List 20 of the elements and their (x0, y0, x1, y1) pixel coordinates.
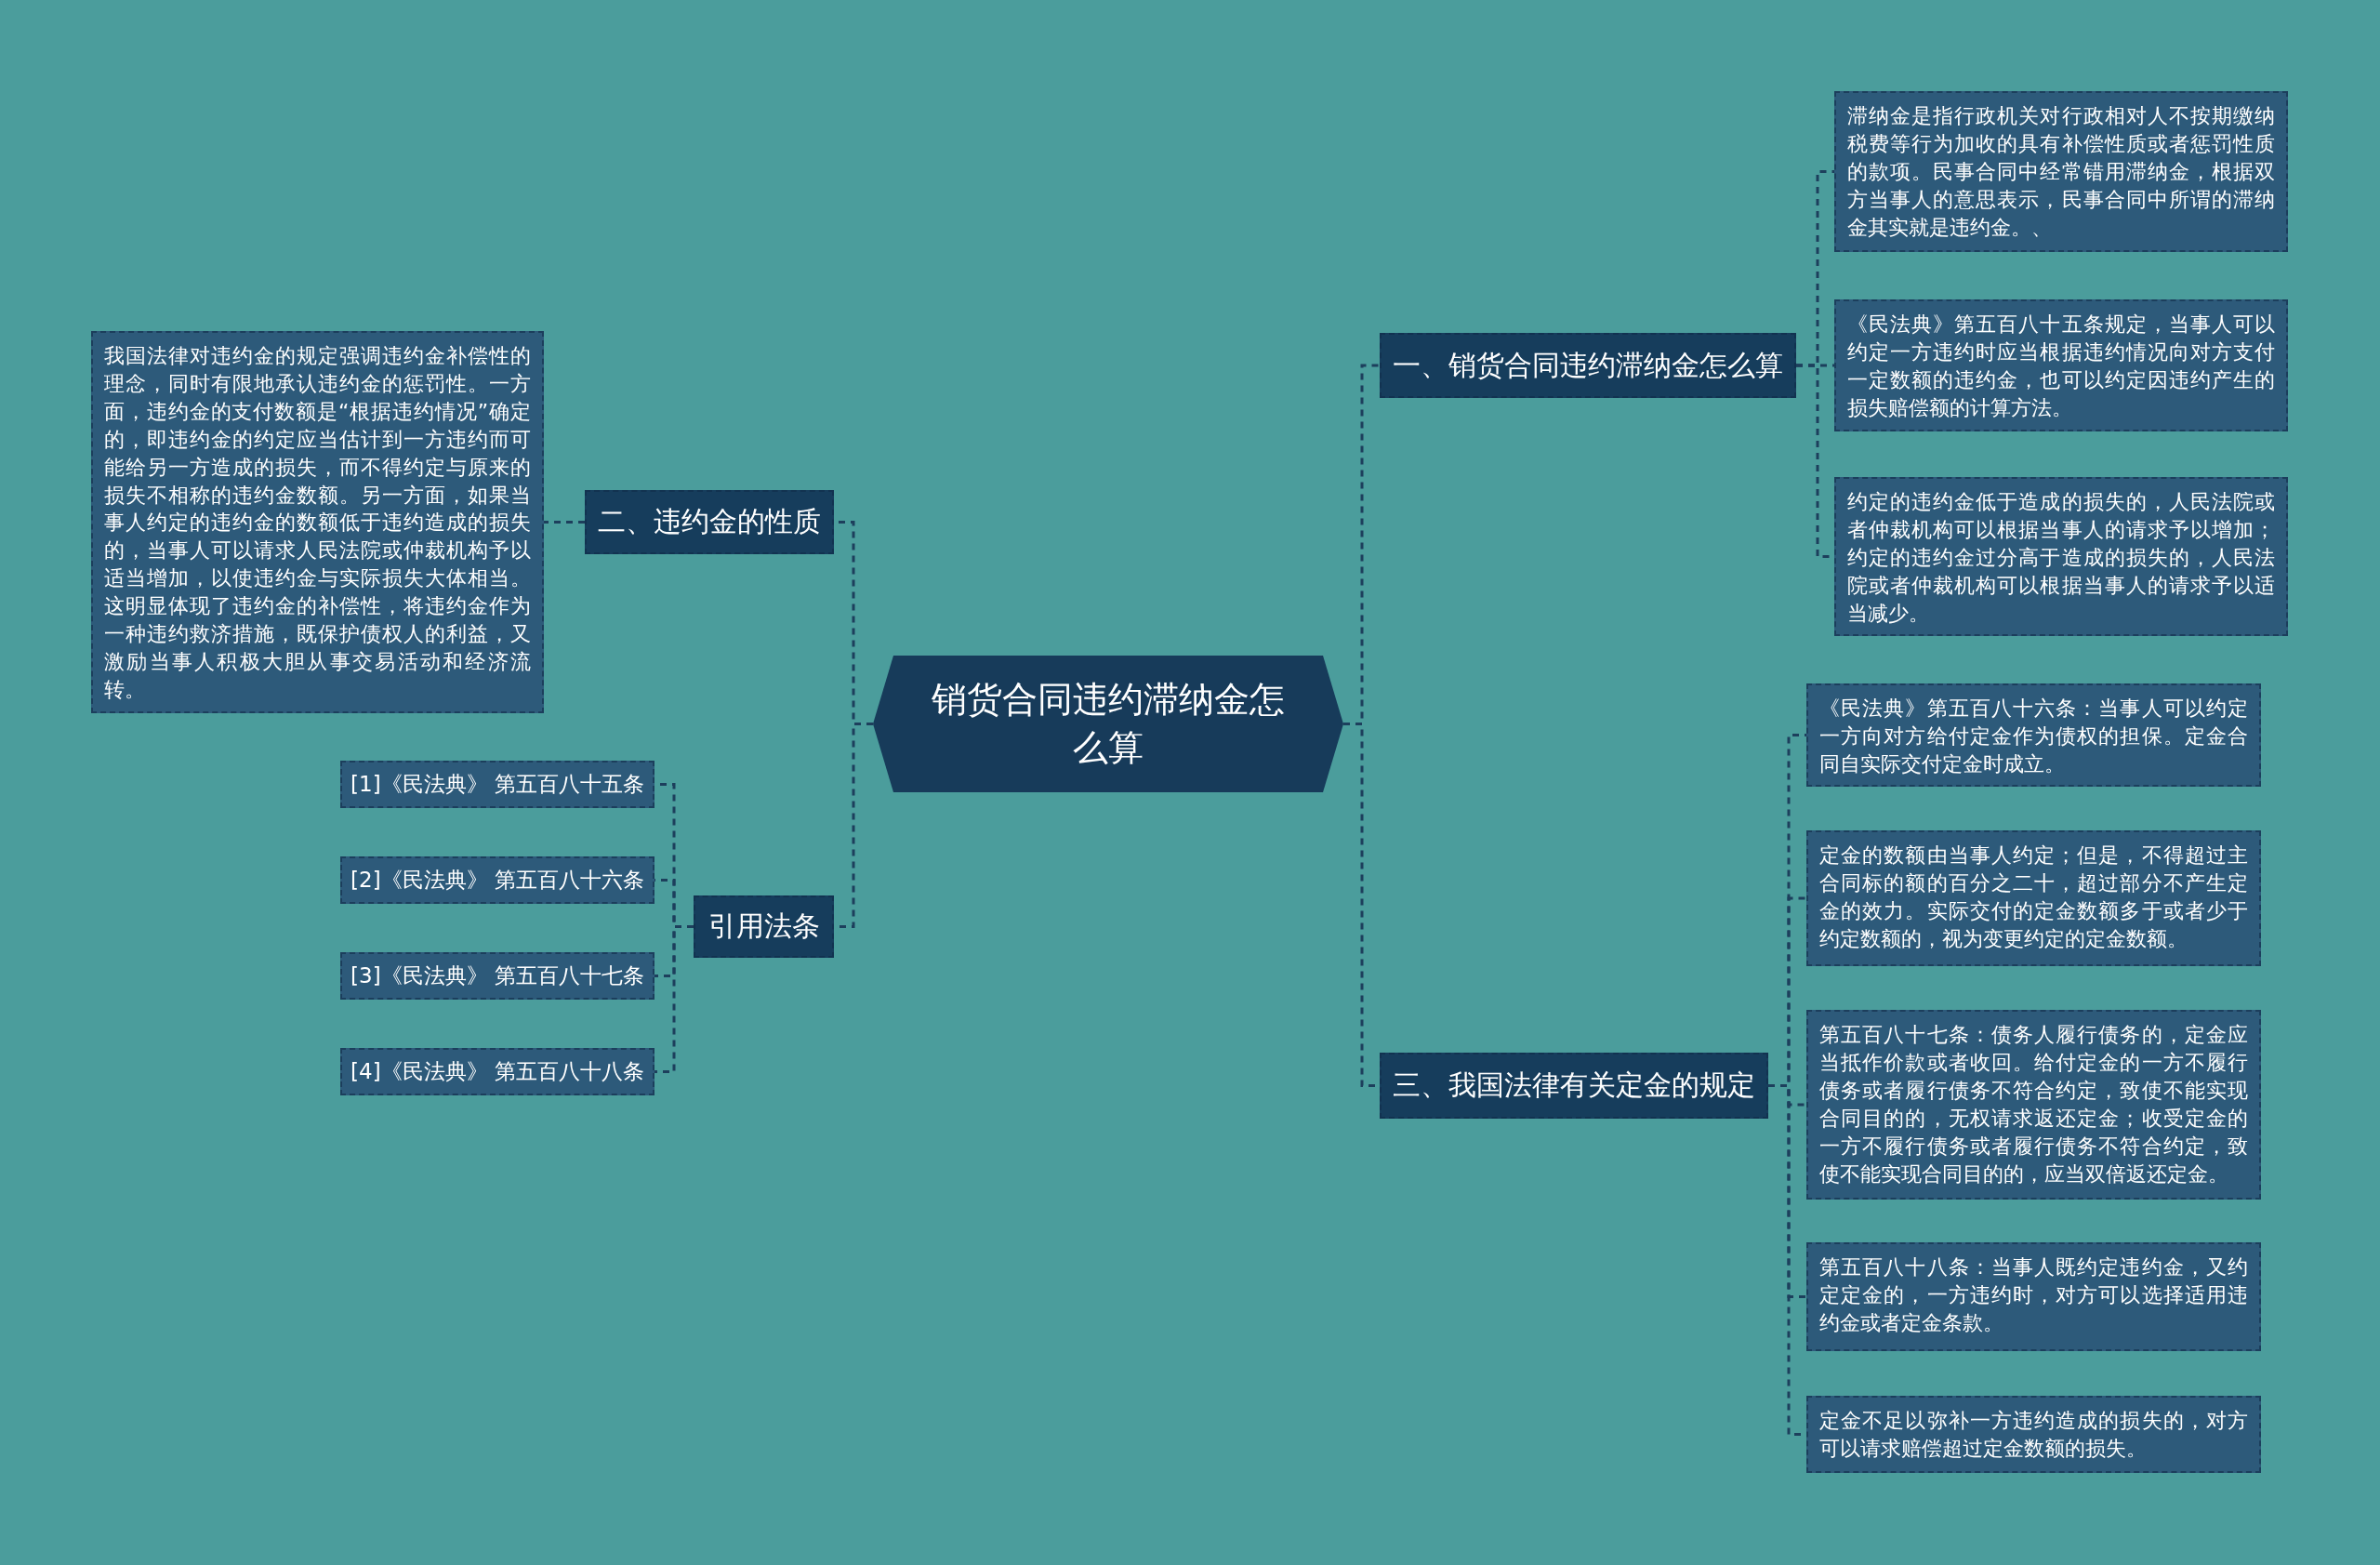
reference-box: [3]《民法典》 第五百八十七条 (340, 952, 654, 1000)
connector-line (654, 925, 694, 1073)
note-box: 滞纳金是指行政机关对行政相对人不按期缴纳税费等行为加收的具有补偿性质或者惩罚性质的款项。民事合同中经常错用滞纳金，根据双方当事人的意思表示，民事合同中所谓的滞纳金其实就是违约金。、 (1834, 91, 2288, 252)
reference-box: [2]《民法典》 第五百八十六条 (340, 856, 654, 904)
reference-box: [4]《民法典》 第五百八十八条 (340, 1048, 654, 1095)
branch-box: 三、我国法律有关定金的规定 (1380, 1053, 1768, 1119)
branch-box: 二、违约金的性质 (585, 490, 834, 554)
branch-box: 一、销货合同违约滞纳金怎么算 (1380, 333, 1796, 398)
note-box: 我国法律对违约金的规定强调违约金补偿性的理念，同时有限地承认违约金的惩罚性。一方面，违约金的支付数额是“根据违约情况”确定的，即违约金的约定应当估计到一方违约而可能给另一方造成的损失，而不得约定与原来的损失不相称的违约金数额。另一方面，如果当事人约定的违约金的数额低于违约造成的损失的，当事人可以请求人民法院或仲裁机构予以适当增加，以使违约金与实际损失大体相当。这明显体现了违约金的补偿性，将违约金作为一种违约救济措施，既保护债权人的利益，又激励当事人积极大胆从事交易活动和经济流转。 (91, 331, 544, 713)
branch-box: 引用法条 (694, 895, 834, 958)
note-box: 定金不足以弥补一方违约造成的损失的，对方可以请求赔偿超过定金数额的损失。 (1806, 1396, 2261, 1473)
note-box: 第五百八十八条：当事人既约定违约金，又约定定金的，一方违约时，对方可以选择适用违约金或者定金条款。 (1806, 1242, 2261, 1351)
note-box: 约定的违约金低于造成的损失的，人民法院或者仲裁机构可以根据当事人的请求予以增加；约定的违约金过分高于造成的损失的，人民法院或者仲裁机构可以根据当事人的请求予以适当减少。 (1834, 477, 2288, 636)
note-box: 第五百八十七条：债务人履行债务的，定金应当抵作价款或者收回。给付定金的一方不履行债务或者履行债务不符合约定，致使不能实现合同目的的，无权请求返还定金；收受定金的一方不履行债务或者履行债务不符合约定，致使不能实现合同目的的，应当双倍返还定金。 (1806, 1010, 2261, 1200)
connector-line (544, 521, 585, 524)
note-box: 定金的数额由当事人约定；但是，不得超过主合同标的额的百分之二十，超过部分不产生定金的效力。实际交付的定金数额多于或者少于约定数额的，视为变更约定的定金数额。 (1806, 830, 2261, 966)
note-box: 《民法典》第五百八十五条规定，当事人可以约定一方违约时应当根据违约情况向对方支付一定数额的违约金，也可以约定因违约产生的损失赔偿额的计算方法。 (1834, 299, 2288, 431)
topic-hexagon: 销货合同违约滞纳金怎么算 (873, 656, 1343, 792)
note-box: 《民法典》第五百八十六条：当事人可以约定一方向对方给付定金作为债权的担保。定金合同自实际交付定金时成立。 (1806, 683, 2261, 787)
reference-box: [1]《民法典》 第五百八十五条 (340, 761, 654, 808)
